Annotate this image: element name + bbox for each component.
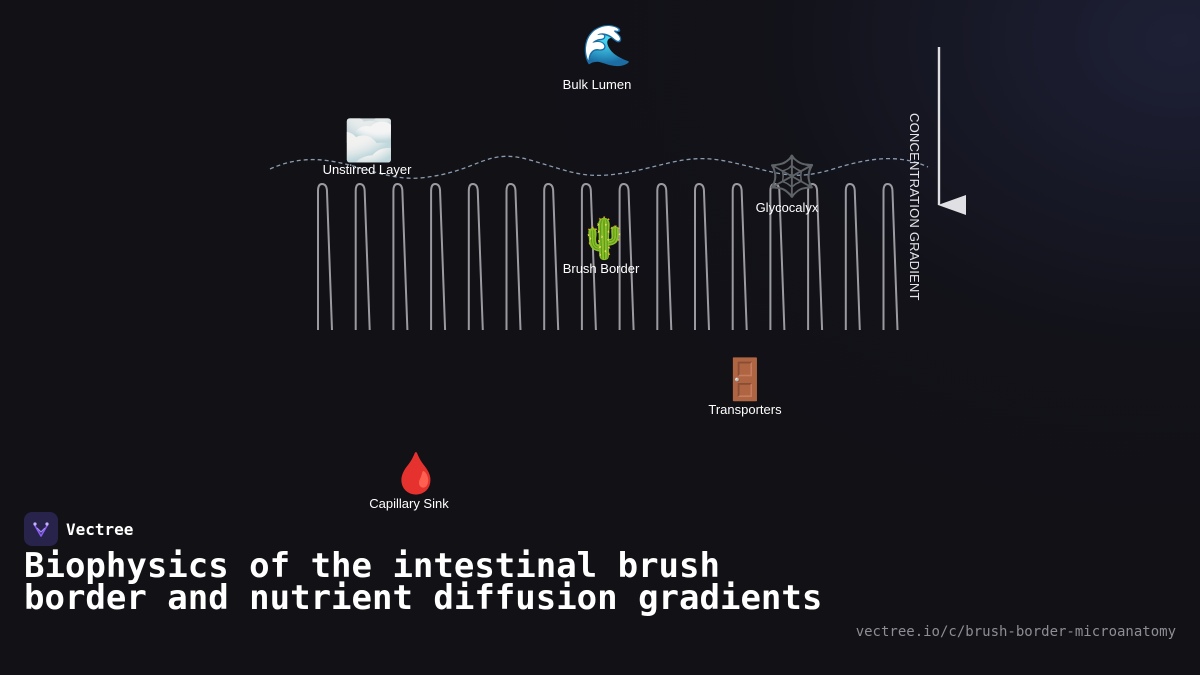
concentration-gradient-label: CONCENTRATION GRADIENT — [907, 113, 922, 301]
door-icon: 🚪 — [720, 356, 770, 403]
brand: Vectree — [24, 512, 133, 546]
microvillus — [392, 182, 409, 331]
microvillus — [656, 182, 673, 331]
microvillus — [543, 182, 560, 331]
node-label-unstirred-layer: Unstirred Layer — [323, 162, 413, 177]
microvillus — [882, 182, 899, 331]
node-glycocalyx: 🕸️ Glycocalyx — [756, 153, 819, 215]
vectree-logo-icon — [24, 512, 58, 546]
microvillus — [467, 182, 484, 331]
microvillus — [618, 182, 635, 331]
microvillus — [844, 182, 861, 331]
node-label-glycocalyx: Glycocalyx — [756, 200, 819, 215]
cactus-icon: 🌵 — [579, 215, 629, 262]
source-url[interactable]: vectree.io/c/brush-border-microanatomy — [855, 624, 1176, 640]
microvillus — [317, 182, 333, 331]
microvillus — [580, 182, 597, 331]
microvillus — [354, 182, 371, 331]
node-brush-border: 🌵 Brush Border — [563, 215, 640, 276]
page-title: Biophysics of the intestinal brush borde… — [24, 546, 823, 618]
microvilli-group — [317, 182, 899, 331]
node-transporters: 🚪 Transporters — [708, 356, 782, 417]
drop-of-blood-icon: 🩸 — [391, 450, 441, 497]
unstirred-layer-boundary — [269, 155, 929, 179]
node-label-capillary-sink: Capillary Sink — [369, 496, 449, 511]
microvillus — [430, 182, 447, 331]
spider-web-icon: 🕸️ — [767, 153, 817, 200]
brand-name: Vectree — [66, 519, 134, 539]
microvillus — [807, 182, 824, 331]
wave-icon: 🌊 — [582, 22, 632, 69]
node-label-brush-border: Brush Border — [563, 261, 640, 276]
fog-icon: 🌫️ — [344, 117, 394, 164]
node-label-bulk-lumen: Bulk Lumen — [563, 77, 632, 92]
node-unstirred-layer: 🌫️ Unstirred Layer — [323, 117, 413, 177]
node-label-transporters: Transporters — [708, 402, 782, 417]
node-capillary-sink: 🩸 Capillary Sink — [369, 450, 449, 511]
microvillus — [694, 182, 710, 331]
node-bulk-lumen: 🌊 Bulk Lumen — [563, 22, 632, 92]
microvillus — [505, 182, 522, 331]
microvillus — [731, 182, 748, 331]
microvillus — [769, 182, 786, 331]
